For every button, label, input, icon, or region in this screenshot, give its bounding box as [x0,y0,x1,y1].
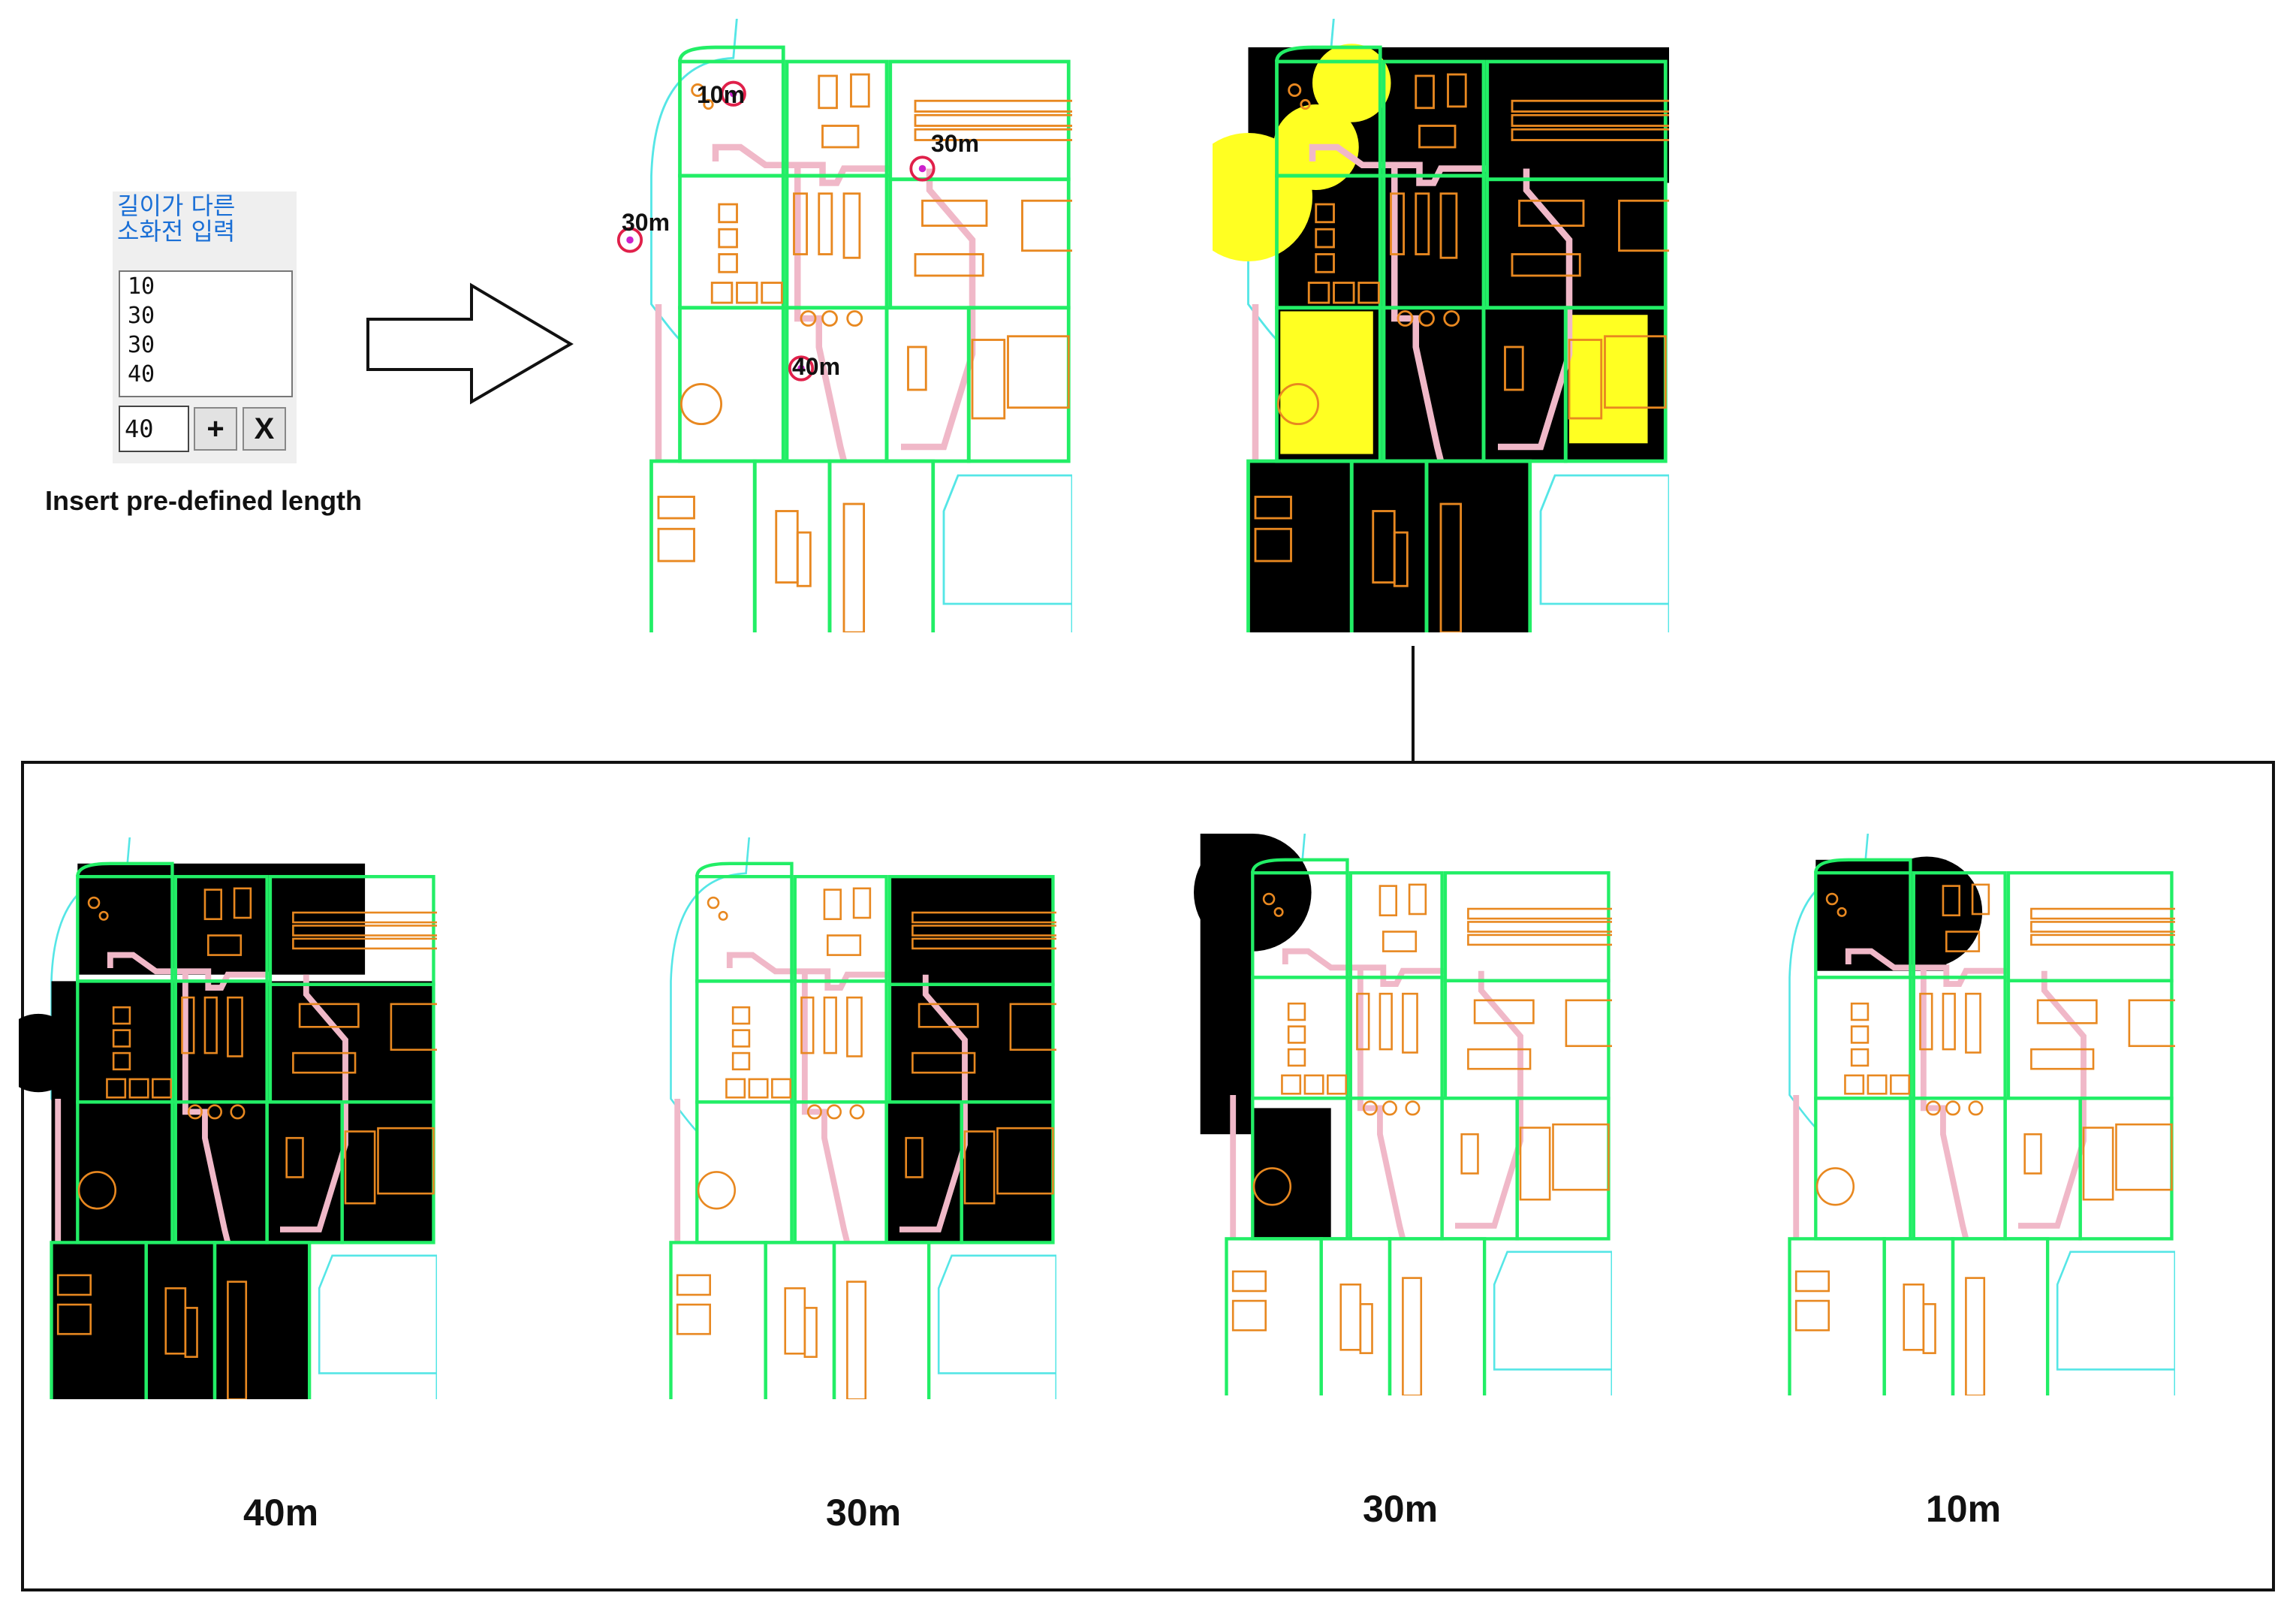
length-input[interactable] [119,406,189,452]
list-item[interactable]: 30 [128,303,155,329]
result-caption-10m: 10m [1925,1488,2002,1530]
list-item[interactable]: 40 [128,361,155,388]
arrow-icon [366,282,574,405]
add-button[interactable]: + [194,407,237,451]
site-map-combined-coverage [1213,19,1669,632]
list-item[interactable]: 30 [128,332,155,358]
length-list[interactable]: 10 30 30 40 [119,270,293,397]
result-map-30m-east [669,837,1056,1400]
hydrant-label-30m-east: 30m [931,130,980,157]
site-map-hydrants [616,19,1072,632]
hydrant-label-30m-west: 30m [622,209,670,236]
results-frame [21,761,2275,1591]
hydrant-label-10m: 10m [697,81,746,108]
hydrant-label-40m: 40m [792,353,841,380]
panel-title: 길이가 다른 소화전 입력 [117,192,236,246]
list-item[interactable]: 10 [128,273,155,300]
result-caption-40m: 40m [243,1492,319,1534]
result-map-30m-west [1194,834,1612,1396]
result-map-10m [1788,834,2175,1396]
remove-button[interactable]: X [243,407,286,451]
result-caption-30m-west: 30m [1362,1488,1439,1530]
result-caption-30m-east: 30m [825,1492,902,1534]
panel-caption: Insert pre-defined length [45,485,363,516]
hydrant-length-panel: 길이가 다른 소화전 입력 10 30 30 40 + X [113,192,297,463]
result-map-40m [19,837,437,1400]
